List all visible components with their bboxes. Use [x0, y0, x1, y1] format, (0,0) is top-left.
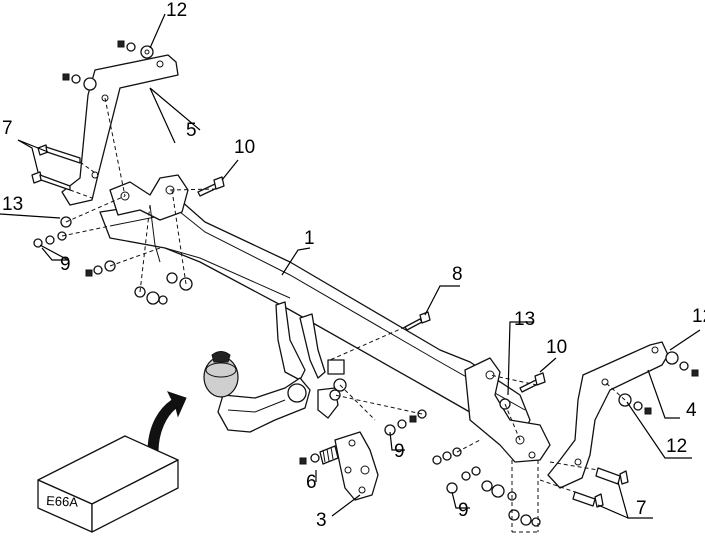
socket-plate [334, 431, 379, 501]
callout-3: 3 [316, 510, 327, 531]
bolt-set-top-left [62, 40, 154, 91]
left-side-bracket [61, 54, 179, 206]
callout-9-left: 9 [60, 254, 71, 275]
callout-7-right: 7 [636, 498, 647, 519]
callout-13-right: 13 [514, 309, 535, 330]
right-side-bracket [547, 341, 669, 489]
callout-6: 6 [306, 472, 317, 493]
bolt-set-9-left [33, 216, 193, 305]
callout-10-left: 10 [234, 137, 255, 158]
callout-labels: 1 3 4 5 6 7 7 8 9 9 9 10 10 12 12 12 13 … [2, 0, 705, 531]
spring-fastener [299, 445, 339, 465]
bolt-8 [404, 311, 431, 331]
callout-13-left: 13 [2, 194, 23, 215]
reference-box: E66A [37, 435, 179, 533]
bolt-set-9-center [384, 409, 462, 465]
callout-7-left: 7 [2, 118, 13, 139]
callout-5: 5 [186, 120, 197, 141]
callout-12-top: 12 [166, 0, 187, 21]
callout-4: 4 [686, 400, 697, 421]
reference-arrow [147, 391, 187, 453]
assembly-lines [61, 97, 626, 533]
callout-8: 8 [452, 264, 463, 285]
callout-9-center: 9 [394, 441, 405, 462]
callout-9-right: 9 [458, 500, 469, 521]
callout-12-right: 12 [666, 436, 687, 457]
callout-1: 1 [304, 228, 315, 249]
bolt-10-right [519, 372, 546, 393]
leader-lines [0, 13, 701, 519]
callout-12-edge: 12 [692, 306, 705, 327]
box-label: E66A [46, 493, 79, 510]
bolts-left [31, 144, 81, 191]
callout-10-right: 10 [546, 337, 567, 358]
tow-ball-neck [203, 301, 347, 433]
bolt-set-right [618, 351, 699, 415]
main-crossbar [99, 174, 551, 463]
bolt-10-left [197, 176, 225, 197]
